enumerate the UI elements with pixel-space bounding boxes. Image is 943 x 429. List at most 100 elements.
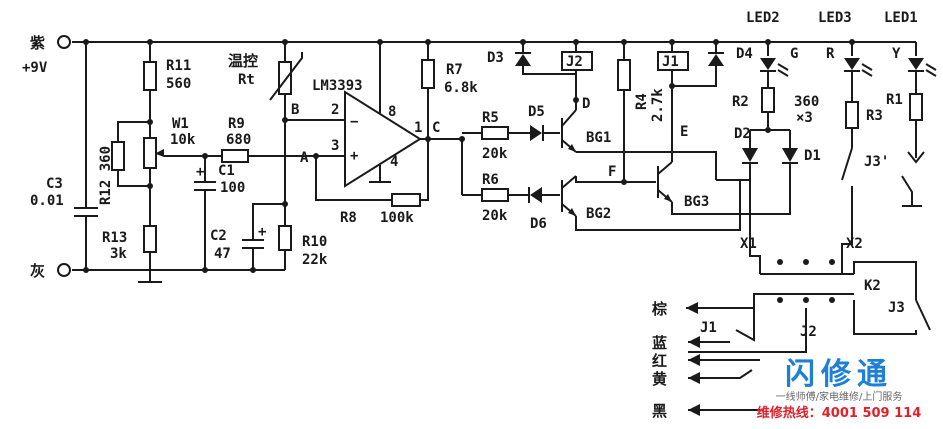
junction	[377, 39, 383, 45]
brand-subtitle: 一线师傅/家电维修/上门服务	[775, 392, 903, 403]
d4-label: D4	[736, 46, 753, 62]
r8-label: R8	[340, 210, 357, 226]
led1-label: LED1	[884, 10, 918, 26]
led1-diode	[908, 58, 924, 70]
pin-2: 2	[331, 102, 339, 118]
junction	[459, 136, 465, 142]
c2-value: 47	[214, 246, 231, 262]
c1-value: 100	[220, 180, 245, 196]
contact-dot	[777, 259, 783, 265]
j3p-contact	[841, 147, 853, 181]
rt-type-label: 温控	[228, 52, 258, 70]
r11-resistor	[143, 61, 157, 91]
junction	[669, 39, 675, 45]
pin-3: 3	[331, 138, 339, 154]
r8-wire-right	[420, 139, 429, 201]
wire-black: 黑	[652, 402, 667, 420]
j2-label: J2	[566, 54, 583, 70]
d4-diode	[708, 54, 724, 66]
r7-resistor	[421, 59, 435, 89]
r5-value: 20k	[482, 146, 508, 162]
bg3-emitter-wire	[671, 180, 791, 215]
node-b: B	[291, 102, 299, 118]
contact-dot	[829, 297, 835, 303]
brand-name: 闪修通	[785, 357, 893, 392]
node-a: A	[300, 150, 309, 166]
node-f: F	[608, 164, 616, 180]
k2-wire	[853, 261, 917, 300]
blue-arrow	[688, 336, 700, 348]
j3-contact-blade	[901, 175, 913, 206]
r6-value: 20k	[482, 208, 508, 224]
j2-contact-wire	[688, 308, 807, 353]
node-d: D	[582, 96, 590, 112]
r6-label: R6	[482, 172, 499, 188]
r-common-value: 360	[794, 94, 819, 110]
gray-label: 灰	[30, 262, 45, 280]
bg1-arrow	[568, 144, 576, 152]
pin-plus: +	[350, 148, 358, 164]
led3-ray-1	[861, 63, 873, 71]
j3p-label: J3'	[864, 154, 889, 170]
r9-label: R9	[228, 116, 245, 132]
brand-phone: 维修热线：4001 509 114	[756, 406, 922, 421]
led1-color: Y	[892, 46, 901, 62]
j1-contact-label: J1	[700, 320, 717, 336]
d6-label: D6	[530, 216, 547, 232]
x1-wire	[749, 180, 761, 274]
d3-label: D3	[487, 50, 504, 66]
gray-terminal	[57, 263, 71, 277]
comparator-body	[344, 90, 422, 188]
brown-wire	[686, 293, 854, 309]
bg3-arrow	[664, 194, 672, 202]
j3-return	[853, 300, 917, 335]
led1-ray-2	[925, 69, 937, 77]
c2-label: C2	[210, 228, 227, 244]
d2-diode	[742, 148, 758, 162]
w1-value: 10k	[170, 132, 196, 148]
r1-contact-arrow	[907, 151, 925, 164]
r5-label: R5	[482, 110, 499, 126]
r10-resistor	[278, 225, 292, 251]
r4-value: 2.7k	[650, 88, 666, 122]
k2-label: K2	[864, 278, 881, 294]
d4-wire-bottom	[672, 66, 717, 87]
junction	[849, 39, 855, 45]
r7-value: 6.8k	[444, 80, 478, 96]
watermark-brand: 闪修通 一线师傅/家电维修/上门服务 维修热线：4001 509 114	[749, 359, 929, 423]
purple-label: 紫	[30, 34, 45, 52]
supply-label: +9V	[22, 60, 48, 76]
d5-diode	[530, 125, 542, 141]
r8-wire-left	[315, 156, 392, 201]
x1-label: X1	[740, 236, 757, 252]
wire-yellow: 黄	[652, 370, 667, 388]
d3-diode	[515, 54, 531, 66]
j3-label: J3	[888, 300, 905, 316]
c2-plus: +	[258, 224, 266, 240]
led3-color: R	[826, 46, 835, 62]
r6-resistor	[481, 188, 509, 202]
j2-contact-label: J2	[800, 324, 817, 340]
r9-resistor	[221, 149, 249, 163]
rt-thermistor	[278, 61, 292, 95]
r13-value: 3k	[110, 246, 127, 262]
bg1-emitter-wire	[576, 151, 717, 180]
r12-wire-bottom	[117, 170, 150, 187]
junction	[83, 267, 89, 273]
d1-label: D1	[804, 148, 821, 164]
led2-label: LED2	[746, 10, 780, 26]
junction	[202, 267, 208, 273]
junction	[425, 39, 431, 45]
brown-arrow	[686, 302, 698, 314]
led1-ray-1	[925, 63, 937, 71]
j1-contact	[735, 308, 755, 342]
r1-label: R1	[886, 92, 903, 108]
c1-plus: +	[196, 164, 204, 180]
junction	[282, 201, 288, 207]
r10-value: 22k	[302, 252, 328, 268]
c3-value: 0.01	[30, 193, 64, 209]
w1-wiper-arrow	[156, 149, 164, 157]
pin-8: 8	[388, 104, 396, 120]
wire-red: 红	[652, 352, 667, 370]
r8-resistor	[391, 193, 421, 207]
